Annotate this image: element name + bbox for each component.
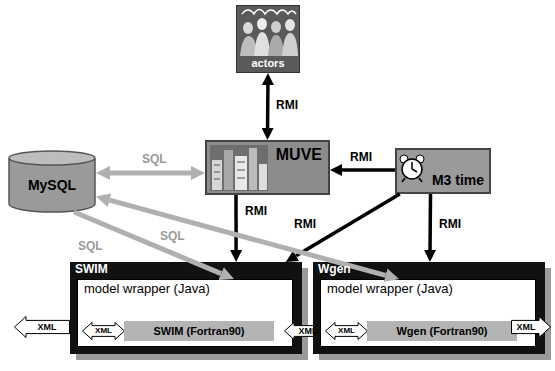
wrapper-box: model wrapper (Java) XML SWIM (Fortran90) [77,279,293,347]
node-text: XML [338,326,355,335]
connector [342,168,395,172]
connector-label: SQL [76,240,105,253]
connector-label: RMI [437,218,463,231]
node-text: SWIM [75,263,108,277]
connector [110,200,386,275]
node-text: XML [95,326,112,335]
database-cylinder: MySQL [8,150,96,212]
actors-picture [240,10,298,57]
node-text: Wgen [318,263,351,277]
model-frame: SWIM model wrapper (Java) XML SWIM (Fortran… [70,262,302,354]
xml-arrow: XML [325,322,368,340]
node-text: actors [251,57,284,70]
connector-label: SQL [140,153,169,166]
muve-box: MUVE [205,140,330,195]
fortran-box: SWIM (Fortran90) [124,321,274,341]
model-frame: Wgen model wrapper (Java) XML Wgen (Fortran… [313,262,545,354]
xml-arrow: XML [82,322,125,340]
connector [74,212,221,274]
connector [266,85,270,128]
node-text: XML [299,326,318,336]
actor-box: actors [236,5,300,73]
fortran-box: Wgen (Fortran90) [367,321,517,341]
node-text: M3 time [432,172,484,188]
connector-label: RMI [274,99,300,112]
connector-label: RMI [348,151,374,164]
connector-label: RMI [292,218,318,231]
node-text: model wrapper (Java) [327,282,453,297]
muve-picture [210,145,268,191]
node-text: SWIM (Fortran90) [153,325,244,338]
connector-label: RMI [243,205,269,218]
timer-box: M3 time [395,148,491,194]
node-text: MUVE [276,146,322,164]
xml-arrow: XML [511,316,551,338]
node-text: model wrapper (Java) [84,282,210,297]
clock-icon [400,155,424,182]
connector-label: SQL [158,230,187,243]
wrapper-box: model wrapper (Java) XML Wgen (Fortran90) [320,279,536,347]
connector [234,195,238,250]
connector [428,194,432,250]
node-text: MySQL [28,177,76,193]
node-text: Wgen (Fortran90) [396,325,487,338]
xml-arrow: XML [14,316,70,338]
connector [110,170,191,175]
node-text: XML [517,322,536,332]
node-text: XML [38,322,57,332]
